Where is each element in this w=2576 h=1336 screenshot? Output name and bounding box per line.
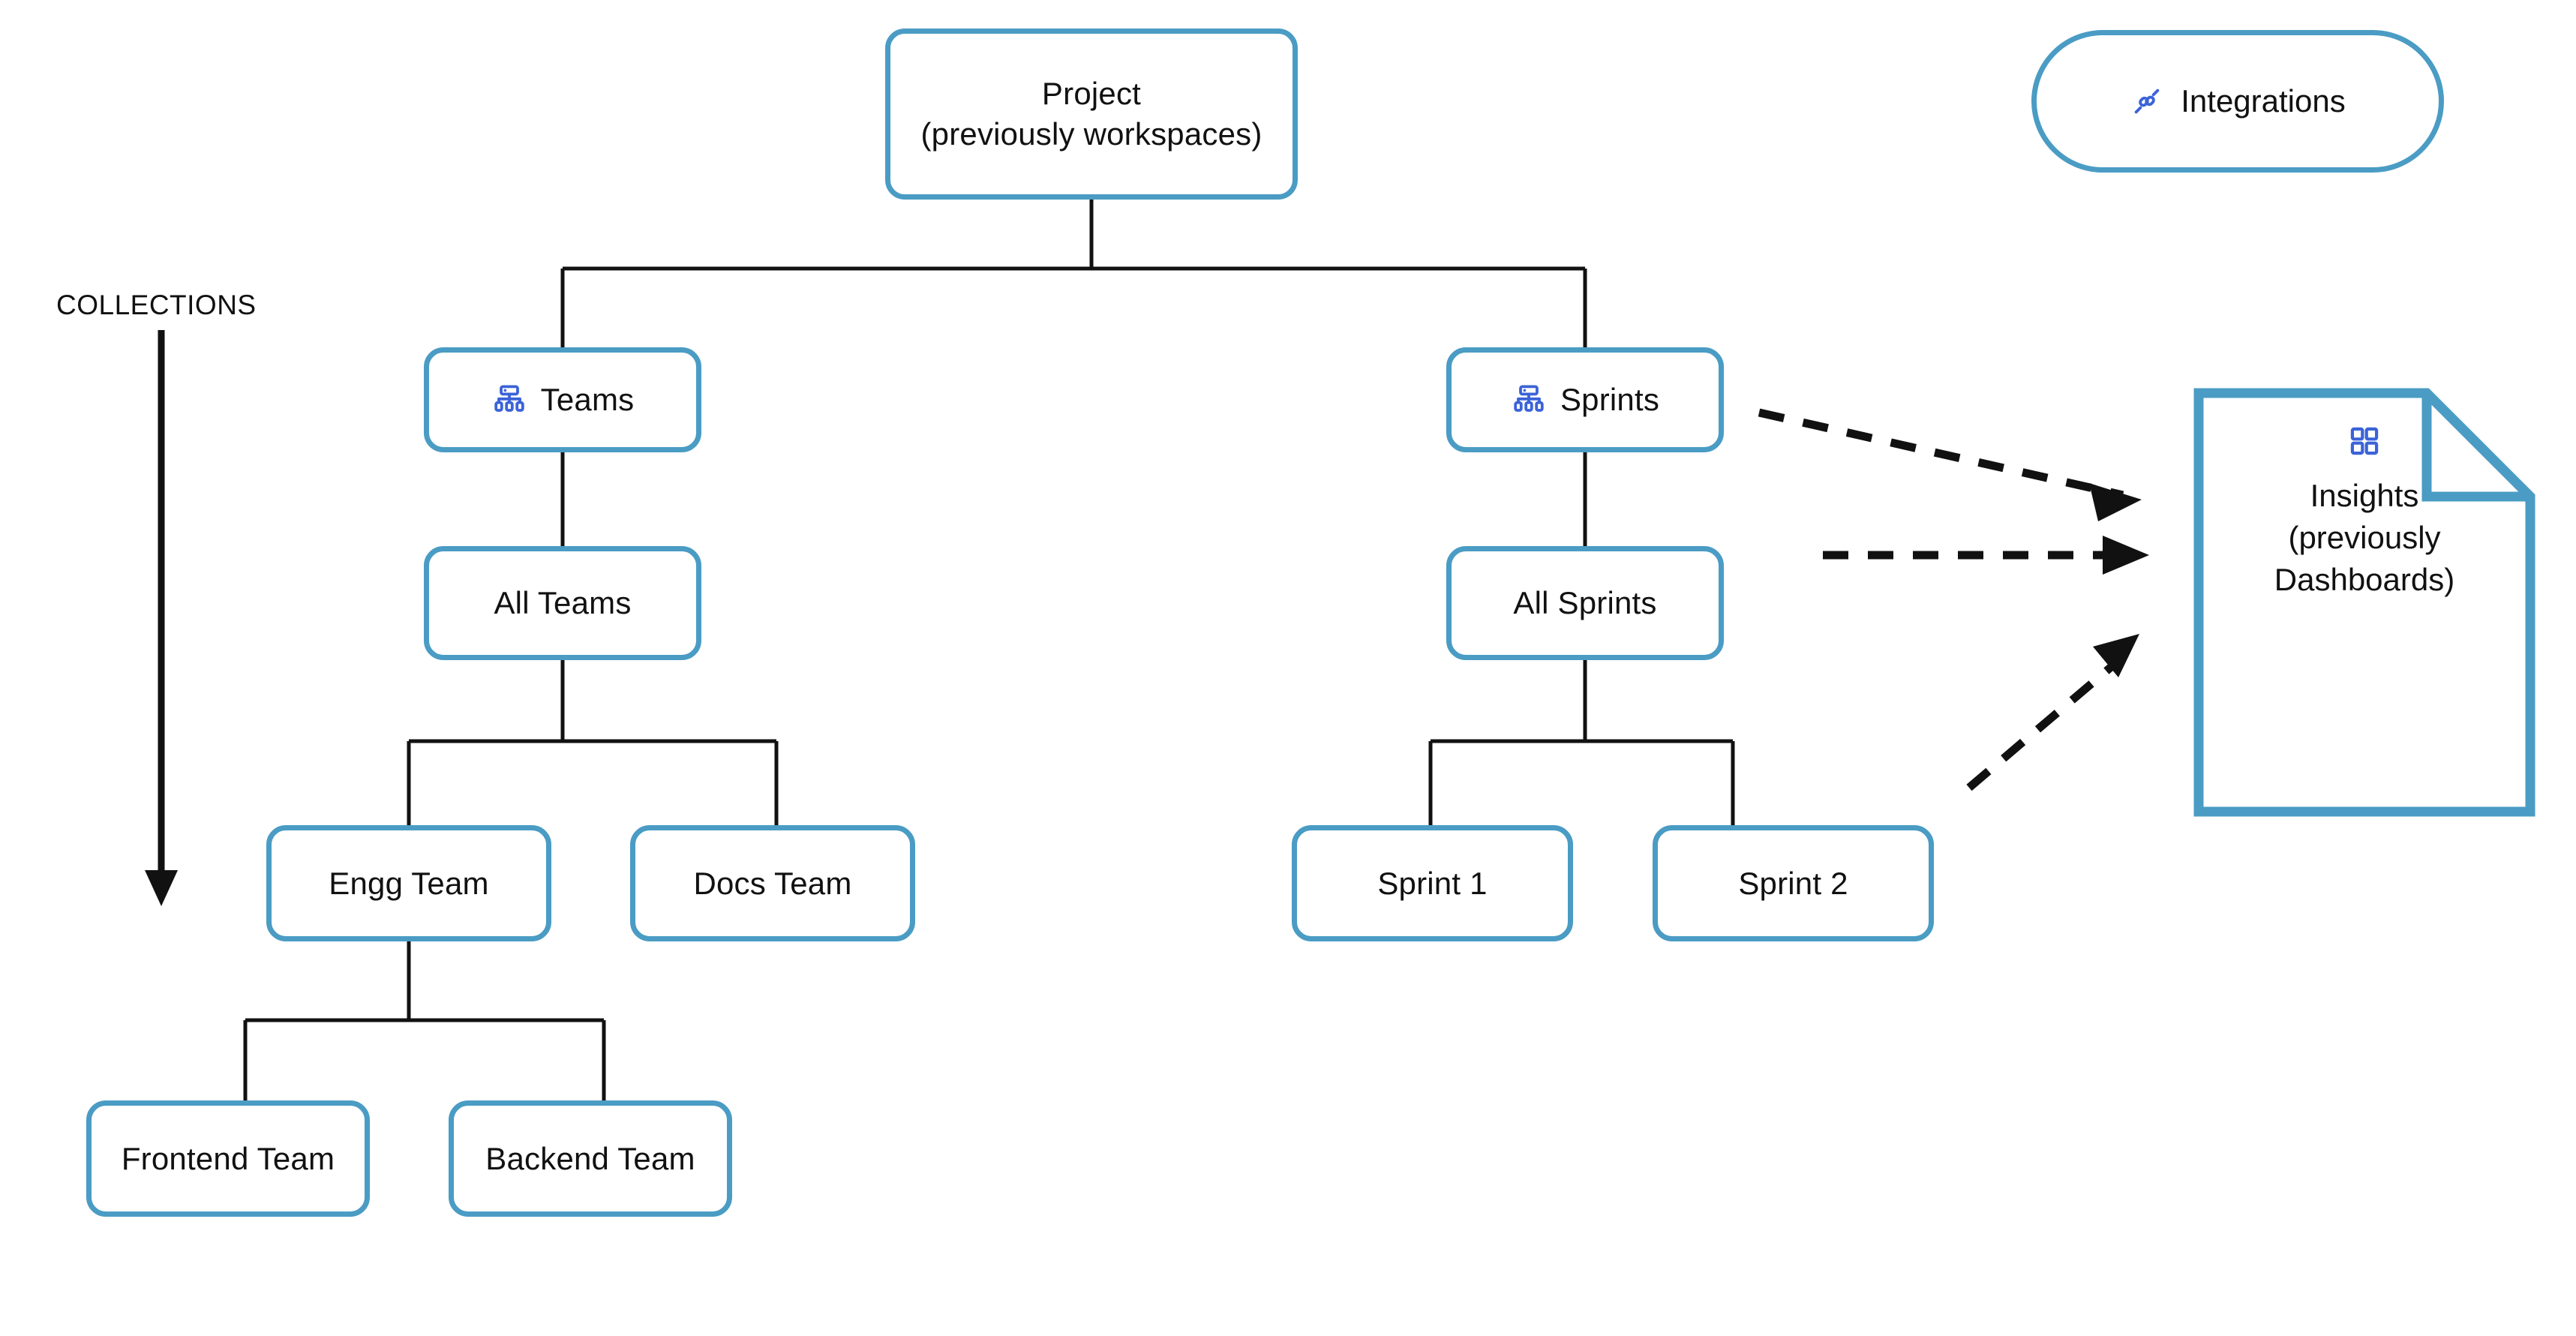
node-project-label: Project (previously workspaces)	[920, 76, 1262, 152]
node-sprints-label: Sprints	[1560, 382, 1660, 418]
dashed-arrow-sprint-items-head	[2093, 634, 2139, 677]
node-all-sprints[interactable]: All Sprints	[1446, 546, 1724, 660]
node-docs-team-label: Docs Team	[693, 865, 852, 901]
node-sprint-2-label: Sprint 2	[1738, 865, 1848, 901]
node-sprint-1[interactable]: Sprint 1	[1292, 825, 1573, 941]
integrations-label: Integrations	[2181, 83, 2346, 119]
node-all-teams-label: All Teams	[494, 585, 632, 621]
node-all-teams[interactable]: All Teams	[424, 546, 701, 660]
collections-arrow-head	[145, 870, 178, 906]
node-backend-team-label: Backend Team	[485, 1140, 695, 1176]
node-insights[interactable]: Insights (previously Dashboards)	[2193, 388, 2535, 817]
node-sprints[interactable]: Sprints	[1446, 347, 1724, 452]
node-engg-team[interactable]: Engg Team	[266, 825, 551, 941]
dashed-arrow-sprint-items-line	[1966, 656, 2122, 791]
node-frontend-team[interactable]: Frontend Team	[86, 1100, 370, 1217]
hierarchy-icon	[491, 382, 527, 418]
node-docs-team[interactable]: Docs Team	[630, 825, 915, 941]
node-sprint-2[interactable]: Sprint 2	[1653, 825, 1934, 941]
collections-arrow-group	[145, 330, 178, 906]
node-sprint-1-label: Sprint 1	[1377, 865, 1488, 901]
collections-label: COLLECTIONS	[56, 290, 257, 320]
dashed-arrow-sprints-head	[2089, 483, 2142, 521]
document-shape-icon	[2193, 388, 2535, 817]
node-all-sprints-label: All Sprints	[1513, 585, 1657, 621]
hierarchy-icon	[1511, 382, 1547, 418]
dashboard-grid-icon	[2347, 424, 2382, 458]
node-project[interactable]: Project (previously workspaces)	[885, 29, 1298, 200]
plug-connector-icon	[2130, 84, 2164, 119]
node-insights-label: Insights (previously Dashboards)	[2274, 478, 2455, 597]
node-backend-team[interactable]: Backend Team	[449, 1100, 732, 1217]
node-frontend-team-label: Frontend Team	[121, 1140, 335, 1176]
integrations-chip[interactable]: Integrations	[2031, 30, 2444, 173]
dashed-arrow-sprints-line	[1758, 408, 2124, 500]
node-engg-team-label: Engg Team	[329, 865, 489, 901]
node-teams-label: Teams	[540, 382, 635, 418]
dashed-arrow-all-sprints-head	[2103, 536, 2149, 575]
node-teams[interactable]: Teams	[424, 347, 701, 452]
